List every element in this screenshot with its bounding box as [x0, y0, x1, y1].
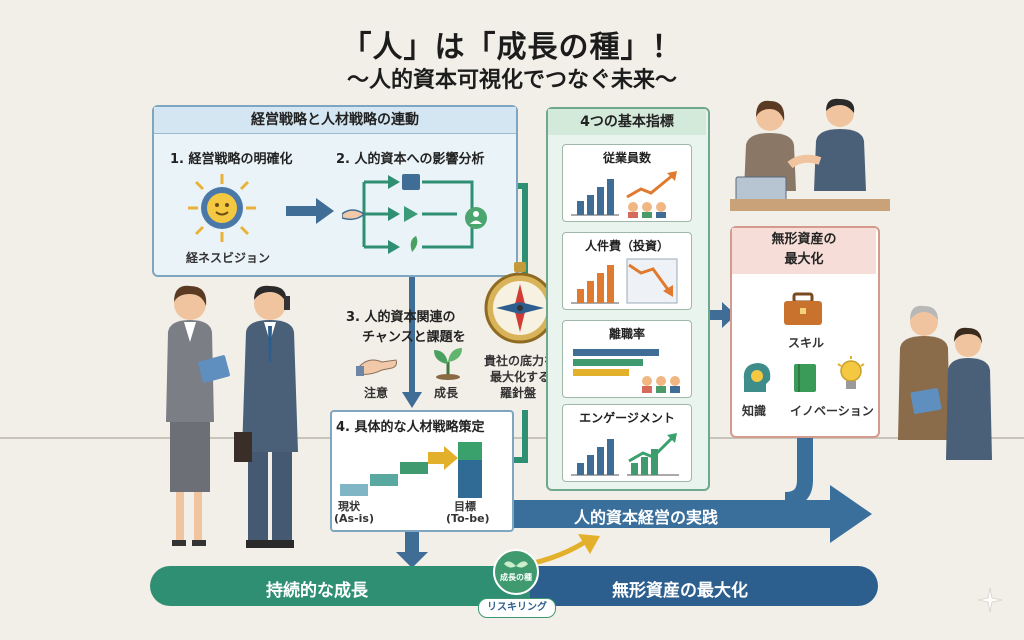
handshake-meeting-illustration: [730, 98, 890, 211]
kpi-card-employees: 従業員数: [562, 144, 692, 222]
vision-sun-gear-icon: [188, 174, 256, 242]
kpi-card-personnel-cost: 人件費（投資）: [562, 232, 692, 310]
step4-label: 4. 具体的な人材戦略策定: [336, 420, 485, 435]
step4-down-head: [396, 552, 428, 568]
kpi-card-title: 人件費（投資）: [584, 239, 669, 253]
intangible-curve: [784, 434, 813, 508]
attention-label: 注意: [364, 386, 389, 400]
main-title: 「人」は「成長の種」！: [341, 30, 683, 65]
gold-growth-head: [578, 534, 600, 554]
skill-label: スキル: [788, 336, 825, 350]
subtitle: 〜人的資本可視化でつなぐ未来〜: [346, 68, 677, 93]
practice-arrow-label: 人的資本経営の実践: [574, 508, 719, 527]
lightbulb-innovation-icon: [837, 356, 865, 389]
kpi-card-title: 離職率: [608, 327, 645, 341]
sparkle-icon: [977, 587, 1003, 613]
book-icon: [794, 364, 816, 392]
kpi-card-turnover: 離職率: [562, 320, 692, 398]
business-people-standing-illustration: [166, 285, 298, 548]
growth-label: 成長: [434, 386, 459, 400]
step1-label: 1. 経営戦略の明確化: [170, 152, 293, 167]
step3-label-line1: 3. 人的資本関連の: [346, 310, 456, 325]
connector-to-step4: [512, 410, 528, 463]
kpi-to-intangible-head: [722, 302, 736, 328]
step3-label-line2: チャンスと課題を: [362, 330, 466, 345]
kpi-to-intangible-line: [706, 310, 724, 320]
compass-caption-line1: 貴社の底力を: [484, 354, 557, 368]
intangible-heading-line2: 最大化: [784, 252, 824, 267]
step1-caption: 経ネスビジョン: [186, 251, 271, 265]
personnel-cost-chart-icon: [571, 258, 678, 304]
reskilling-pill: リスキリング: [478, 598, 556, 618]
seed-badge-label: 成長の種: [500, 573, 532, 582]
step4-down-line: [405, 528, 419, 554]
kpi-panel-heading: 4つの基本指標: [548, 109, 706, 135]
employees-chart-icon: [571, 171, 677, 218]
sustainable-growth-bar: [150, 566, 530, 606]
engagement-chart-icon: [571, 433, 679, 476]
impact-analysis-diagram: [342, 174, 487, 254]
sprout-icon: [434, 348, 462, 380]
knowledge-label: 知識: [742, 404, 767, 418]
intangible-heading-line1: 無形資産の: [771, 232, 837, 247]
briefcase-skill-icon: [784, 292, 822, 325]
tobe-label-line2: (To-be): [446, 512, 490, 525]
step1-to-step2-arrow: [286, 198, 334, 224]
seed-badge-circle: [493, 549, 539, 595]
intangible-maximization-bar: [530, 566, 878, 606]
knowledge-head-icon: [743, 363, 771, 392]
compass-caption-line3: 羅針盤: [500, 386, 537, 400]
center-down-head: [402, 392, 422, 408]
intangible-assets-heading: 無形資産の 最大化: [732, 228, 876, 274]
innovation-label: イノベーション: [790, 404, 874, 418]
asis-label-line1: 現状: [338, 500, 360, 513]
kpi-card-engagement: エンゲージメント: [562, 404, 692, 482]
asis-tobe-staircase: [340, 442, 482, 498]
step2-label: 2. 人的資本への影響分析: [336, 152, 485, 167]
sustainable-growth-label: 持続的な成長: [266, 581, 368, 601]
practice-arrow: [420, 485, 872, 543]
compass-icon: [484, 262, 556, 344]
intangible-maximization-label: 無形資産の最大化: [612, 581, 748, 601]
center-down-line: [409, 272, 415, 392]
kpi-card-title: 従業員数: [602, 151, 651, 165]
kpi-card-title: エンゲージメント: [579, 411, 675, 425]
tobe-label-line1: 目標: [454, 500, 476, 513]
strategy-panel-heading: 経営戦略と人材戦略の連動: [154, 107, 516, 134]
compass-caption-line2: 最大化する: [490, 370, 551, 384]
turnover-chart-icon: [573, 349, 680, 393]
mentor-discussion-illustration: [898, 305, 992, 460]
hand-icon: [356, 359, 397, 376]
asis-label-line2: (As-is): [334, 512, 374, 525]
